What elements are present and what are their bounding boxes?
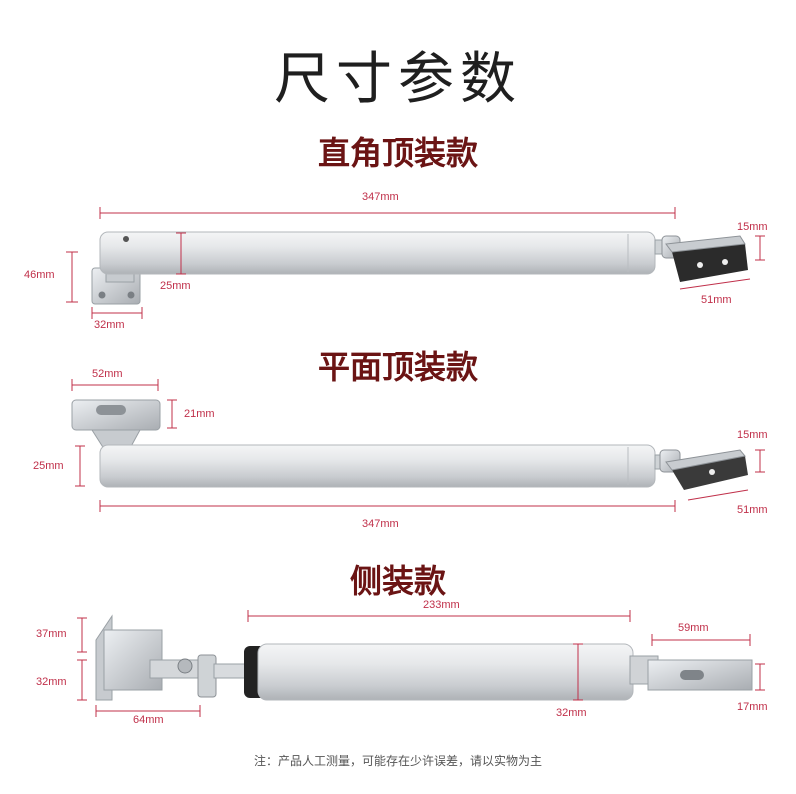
- dim-diameter: 25mm: [33, 460, 64, 472]
- section-title-side-mount: 侧装款: [349, 562, 446, 600]
- section-title-flat-top: 平面顶装款: [317, 348, 478, 386]
- dim-length: 233mm: [423, 599, 460, 611]
- rod-right-angle: [91, 231, 748, 305]
- dim-tip-height: 15mm: [737, 221, 768, 233]
- dim-tip-height: 17mm: [737, 701, 768, 713]
- dimension-lines-2: [71, 379, 765, 512]
- dim-tip-height: 15mm: [737, 429, 768, 441]
- dim-bracket-width: 32mm: [94, 319, 125, 331]
- page-title: 尺寸参数: [274, 47, 522, 112]
- section-title-right-angle: 直角顶装款: [317, 134, 478, 172]
- dim-diameter: 32mm: [556, 707, 587, 719]
- dim-tip-width: 59mm: [678, 622, 709, 634]
- dim-tip-width: 51mm: [737, 504, 768, 516]
- dimension-lines-3: [77, 610, 765, 717]
- rod-flat-top: [71, 399, 748, 490]
- rod-side-mount: [95, 614, 753, 701]
- dim-diameter: 25mm: [160, 280, 191, 292]
- dim-length: 347mm: [362, 191, 399, 203]
- dim-bracket-width: 52mm: [92, 368, 123, 380]
- dim-bracket-height: 21mm: [184, 408, 215, 420]
- dim-tip-width: 51mm: [701, 294, 732, 306]
- dim-length: 347mm: [362, 518, 399, 530]
- dim-bracket-width: 64mm: [133, 714, 164, 726]
- dim-bracket-height-lower: 32mm: [36, 676, 67, 688]
- dimension-lines-1: [66, 207, 765, 319]
- dim-bracket-height-upper: 37mm: [36, 628, 67, 640]
- dim-bracket-height: 46mm: [24, 269, 55, 281]
- disclaimer-note: 注：产品人工测量，可能存在少许误差，请以实物为主: [253, 754, 542, 768]
